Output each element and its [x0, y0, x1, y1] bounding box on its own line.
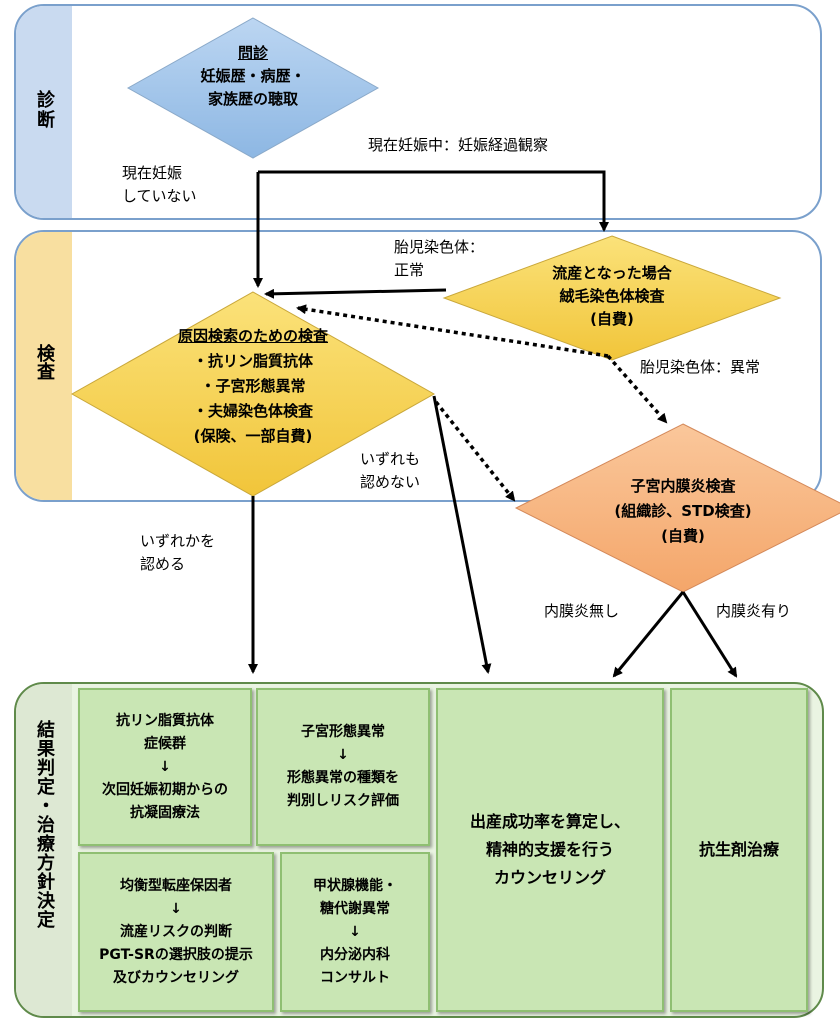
cause-line3: ・夫婦染色体検査 — [192, 402, 313, 420]
result-translocation: 均衡型転座保因者 ↓ 流産リスクの判断 PGT-SRの選択肢の提示 及びカウンセ… — [78, 852, 274, 1012]
band-label-exam: 検査 — [34, 344, 55, 380]
line-pregnant-top — [258, 170, 609, 232]
band-side-exam — [16, 232, 72, 500]
node-interview: 問診 妊娠歴・病歴・ 家族歴の聴取 — [153, 42, 353, 111]
result-counseling: 出産成功率を算定し、 精神的支援を行う カウンセリング — [436, 688, 664, 1012]
node-endometritis: 子宮内膜炎検査 (組織診、STD検査) (自費) — [578, 474, 788, 549]
label-any-found: いずれかを 認める — [140, 532, 216, 573]
cause-line1: ・抗リン脂質抗体 — [192, 352, 313, 370]
diamond-interview — [126, 17, 380, 159]
chorion-line3: (自費) — [590, 310, 634, 328]
interview-line2: 家族歴の聴取 — [207, 90, 298, 108]
chorion-line2: 絨毛染色体検査 — [559, 287, 665, 305]
band-label-diagnosis: 診断 — [34, 90, 55, 130]
result-apl: 抗リン脂質抗体 症候群 ↓ 次回妊娠初期からの 抗凝固療法 — [78, 688, 252, 846]
arrow-no-inflammation — [612, 591, 685, 678]
label-none-found: いずれも 認めない — [360, 450, 421, 491]
arrow-abnormal-to-endometritis — [606, 354, 668, 424]
cause-line2: ・子宮形態異常 — [200, 377, 306, 395]
result-antibiotic: 抗生剤治療 — [670, 688, 808, 1012]
label-normal: 胎児染色体： 正常 — [394, 238, 485, 279]
arrow-cause-to-endometritis — [434, 400, 516, 502]
result-uterine: 子宮形態異常 ↓ 形態異常の種類を 判別しリスク評価 — [256, 688, 430, 846]
arrow-inflammation — [681, 591, 738, 678]
chorion-line1: 流産となった場合 — [552, 264, 672, 282]
interview-line1: 妊娠歴・病歴・ — [200, 67, 306, 85]
node-chorion: 流産となった場合 絨毛染色体検査 (自費) — [512, 262, 712, 331]
band-label-result: 結果判定・治療方針決定 — [34, 720, 55, 929]
label-not-pregnant: 現在妊娠 していない — [122, 164, 197, 205]
label-abnormal: 胎児染色体：異常 — [640, 358, 761, 376]
band-side-result — [16, 684, 72, 1016]
label-no-inflammation: 内膜炎無し — [544, 602, 620, 620]
band-side-diagnosis — [16, 6, 72, 218]
interview-title: 問診 — [237, 44, 268, 62]
endometritis-line2: (組織診、STD検査) — [614, 502, 752, 520]
band-diagnosis: 診断 — [14, 4, 822, 220]
cause-line4: (保険、一部自費) — [193, 427, 313, 445]
arrow-none-found — [432, 395, 492, 674]
cause-title: 原因検索のための検査 — [177, 327, 328, 345]
result-thyroid: 甲状腺機能・ 糖代謝異常 ↓ 内分泌内科 コンサルト — [280, 852, 430, 1012]
node-cause: 原因検索のための検査 ・抗リン脂質抗体 ・子宮形態異常 ・夫婦染色体検査 (保険… — [128, 324, 378, 449]
arrow-normal — [264, 288, 447, 299]
endometritis-line3: (自費) — [661, 527, 705, 545]
diamond-chorion — [442, 235, 782, 361]
band-exam: 検査 — [14, 230, 822, 502]
endometritis-line1: 子宮内膜炎検査 — [630, 477, 736, 495]
label-pregnant: 現在妊娠中：妊娠経過観察 — [368, 136, 549, 154]
label-inflammation: 内膜炎有り — [716, 602, 792, 620]
